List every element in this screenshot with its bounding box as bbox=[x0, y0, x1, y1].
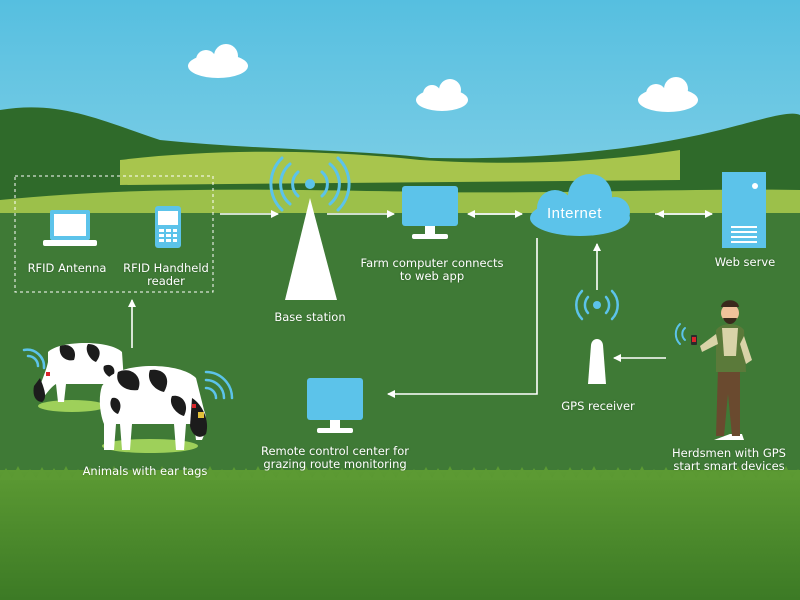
gps-receiver-text: GPS receiver bbox=[561, 399, 635, 413]
arrow-icon bbox=[387, 238, 538, 398]
rfid-group-box bbox=[14, 175, 214, 293]
herdsmen-line2: start smart devices bbox=[673, 459, 785, 473]
animals-text: Animals with ear tags bbox=[82, 464, 208, 478]
laptop-icon bbox=[43, 210, 97, 246]
farm-computer-line2: to web app bbox=[399, 269, 465, 283]
wifi-signal-icon bbox=[204, 370, 234, 400]
gps-receiver-icon bbox=[575, 289, 619, 384]
cow-icon bbox=[99, 366, 208, 453]
herdsmen-line1: Herdsmen with GPS bbox=[672, 446, 786, 460]
farm-computer-label: Farm computer connects to web app bbox=[350, 257, 514, 283]
grass-blades bbox=[0, 466, 800, 480]
desktop-computer-icon bbox=[307, 378, 363, 433]
handheld-reader-icon bbox=[155, 206, 181, 248]
herdsmen-label: Herdsmen with GPS start smart devices bbox=[664, 447, 794, 473]
herdsman-icon bbox=[691, 300, 752, 440]
wifi-signal-icon bbox=[674, 323, 686, 345]
sky-clouds bbox=[188, 44, 698, 112]
distant-field bbox=[120, 150, 680, 185]
cloud-icon bbox=[188, 44, 248, 78]
rfid-handheld-label: RFID Handheld reader bbox=[118, 262, 214, 288]
field-main bbox=[0, 213, 800, 473]
remote-control-label: Remote control center for grazing route … bbox=[250, 445, 420, 471]
remote-control-line2: grazing route monitoring bbox=[263, 457, 407, 471]
rfid-handheld-line1: RFID Handheld bbox=[123, 261, 209, 275]
base-station-label: Base station bbox=[260, 311, 360, 324]
rfid-handheld-line2: reader bbox=[147, 274, 185, 288]
remote-control-line1: Remote control center for bbox=[260, 444, 409, 458]
grass-foreground bbox=[0, 470, 800, 600]
desktop-computer-icon bbox=[402, 186, 458, 239]
farm-computer-line1: Farm computer connects bbox=[360, 256, 504, 270]
cloud-icon bbox=[638, 77, 698, 112]
web-server-text: Web serve bbox=[714, 255, 776, 269]
cloud-icon bbox=[416, 79, 468, 111]
rfid-antenna-text: RFID Antenna bbox=[27, 261, 107, 275]
animals-label: Animals with ear tags bbox=[70, 465, 220, 478]
antenna-tower-icon bbox=[269, 156, 351, 300]
field-band bbox=[0, 189, 800, 215]
server-tower-icon bbox=[722, 172, 766, 248]
rfid-antenna-label: RFID Antenna bbox=[20, 262, 114, 275]
cow-icon bbox=[33, 343, 124, 412]
base-station-text: Base station bbox=[274, 310, 346, 324]
wifi-signal-icon bbox=[22, 348, 46, 370]
wifi-signal-icon bbox=[575, 289, 619, 321]
gps-receiver-label: GPS receiver bbox=[552, 400, 644, 413]
wifi-signal-icon bbox=[269, 156, 351, 212]
internet-cloud-icon bbox=[530, 174, 630, 236]
web-server-label: Web serve bbox=[700, 256, 790, 269]
connector-arrows bbox=[128, 210, 713, 398]
internet-label: Internet bbox=[547, 205, 602, 222]
